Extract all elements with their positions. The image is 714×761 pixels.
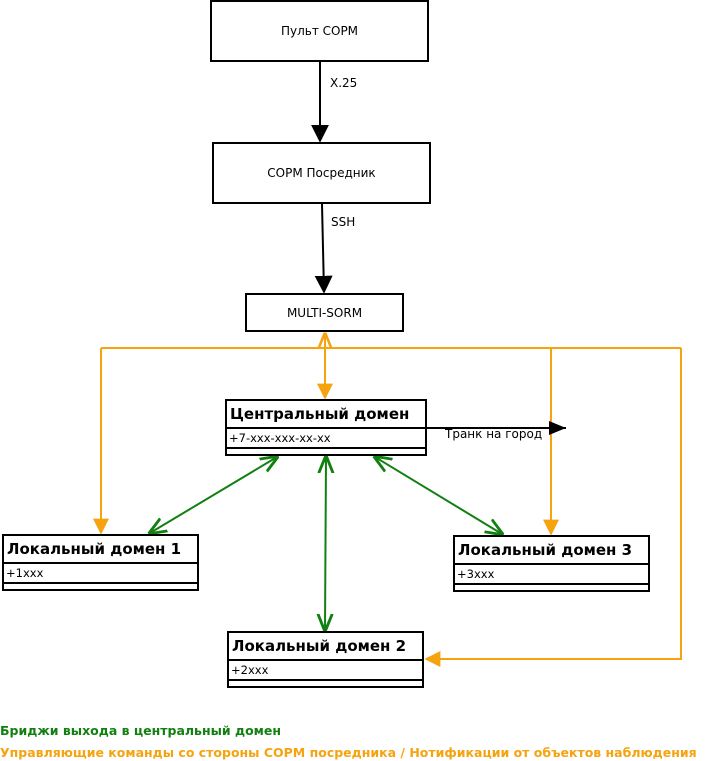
node-pult-sorm-label: Пульт СОРМ xyxy=(280,24,359,38)
legend-green: Бриджи выхода в центральный домен xyxy=(0,723,282,738)
edge-bridge-local2 xyxy=(325,457,326,630)
label-x25: X.25 xyxy=(330,76,358,90)
node-sorm-posrednik: СОРМ Посредник xyxy=(212,142,431,204)
node-local-domain-2: Локальный домен 2 +2xxx xyxy=(227,631,424,688)
edge-bridge-local3 xyxy=(375,457,502,534)
local-domain-2-attr: +2xxx xyxy=(229,661,422,681)
trunk-arrowhead xyxy=(549,421,566,435)
legend-orange: Управляющие команды со стороны СОРМ поср… xyxy=(0,745,697,760)
node-local-domain-1: Локальный домен 1 +1xxx xyxy=(2,534,199,591)
label-trunk: Транк на город xyxy=(445,427,543,441)
local-domain-3-title: Локальный домен 3 xyxy=(455,537,648,565)
local-domain-2-title: Локальный домен 2 xyxy=(229,633,422,661)
label-ssh: SSH xyxy=(331,215,356,229)
node-central-domain: Центральный домен +7-xxx-xxx-xx-xx xyxy=(225,399,427,456)
central-domain-title: Центральный домен xyxy=(227,401,425,429)
local-domain-1-title: Локальный домен 1 xyxy=(4,536,197,564)
node-sorm-posrednik-label: СОРМ Посредник xyxy=(267,166,376,180)
node-pult-sorm: Пульт СОРМ xyxy=(210,0,429,62)
edge-bridge-local1 xyxy=(150,457,277,533)
central-domain-attr: +7-xxx-xxx-xx-xx xyxy=(227,429,425,449)
local-domain-1-attr: +1xxx xyxy=(4,564,197,584)
edge-posrednik-multi xyxy=(314,203,333,294)
edge-control-local2 xyxy=(424,348,682,667)
node-multi-sorm-label: MULTI-SORM xyxy=(286,305,363,320)
local-domain-3-attr: +3xxx xyxy=(455,565,648,585)
node-local-domain-3: Локальный домен 3 +3xxx xyxy=(453,535,650,592)
node-multi-sorm: MULTI-SORM xyxy=(245,293,404,332)
